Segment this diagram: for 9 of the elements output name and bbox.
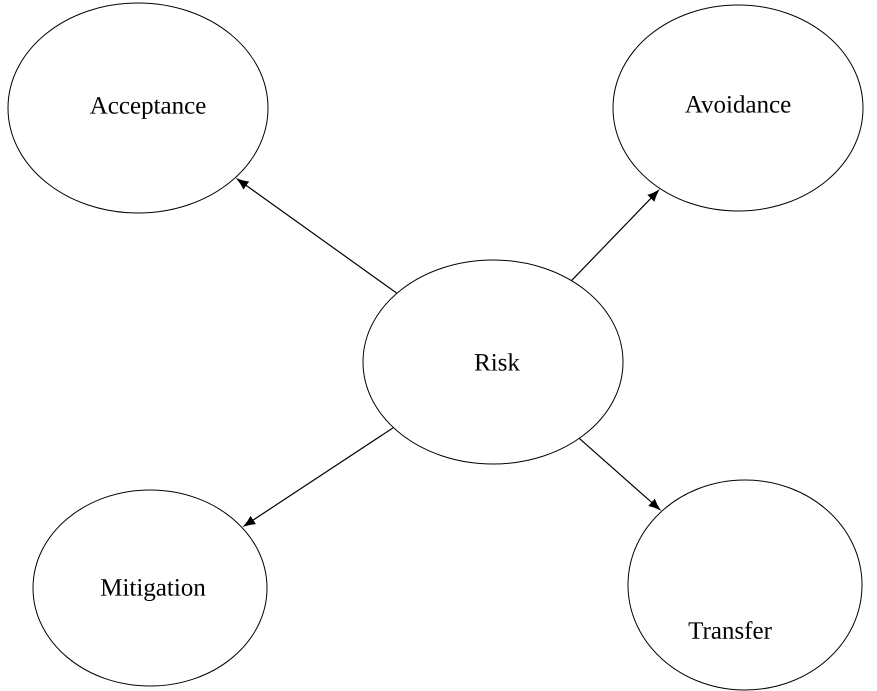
ellipse-node: Avoidance — [612, 4, 864, 212]
arrow — [244, 427, 394, 526]
arrow — [237, 178, 397, 294]
ellipse-node: Mitigation — [32, 490, 268, 686]
ellipse-node: Transfer — [628, 480, 862, 690]
arrow — [579, 438, 660, 510]
ellipse-node: Acceptance — [8, 2, 268, 214]
ellipse-node: Risk — [362, 260, 624, 464]
arrow — [571, 190, 659, 281]
